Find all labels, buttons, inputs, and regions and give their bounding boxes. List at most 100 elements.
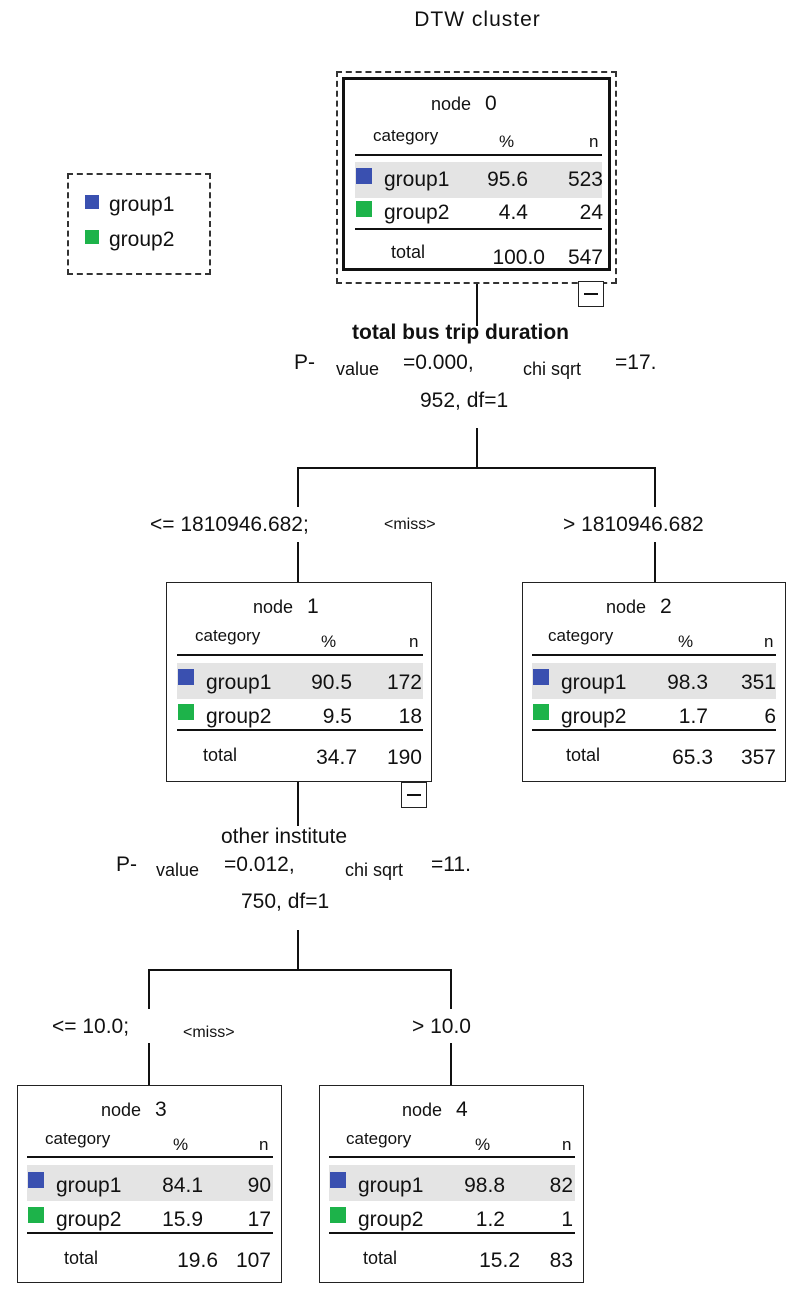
- n-header: n: [589, 132, 599, 151]
- group2-pct: 4.4: [498, 201, 528, 224]
- group2-label: group2: [56, 1208, 122, 1231]
- group1-n: 351: [740, 671, 776, 694]
- split-0-p-prefix: P-: [294, 351, 315, 374]
- branch-label-right: > 1810946.682: [563, 513, 704, 536]
- total-pct: 100.0: [492, 246, 545, 269]
- row-highlight: [177, 663, 423, 699]
- branch-label-left: <= 10.0;: [52, 1015, 130, 1038]
- split-0-p-value: =0.000,: [403, 351, 474, 374]
- connector-line: [476, 428, 478, 468]
- branch-miss-label: <miss>: [384, 516, 436, 533]
- legend-item-group2: group2: [85, 228, 174, 252]
- group1-pct: 90.5: [311, 671, 352, 694]
- group1-swatch: [330, 1172, 346, 1188]
- row-highlight: [329, 1165, 575, 1201]
- group1-swatch: [356, 168, 372, 184]
- node-label: node: [606, 597, 647, 617]
- node-id: 4: [456, 1098, 468, 1121]
- legend-label: group1: [109, 193, 175, 216]
- header-rule: [532, 654, 776, 656]
- group2-label: group2: [384, 201, 450, 224]
- total-n: 83: [549, 1249, 573, 1272]
- row-highlight: [532, 663, 776, 699]
- connector-line: [148, 1043, 150, 1085]
- total-pct: 19.6: [177, 1249, 218, 1272]
- total-n: 107: [235, 1249, 271, 1272]
- connector-line: [148, 969, 452, 971]
- legend-label: group2: [109, 228, 175, 251]
- group1-swatch: [28, 1172, 44, 1188]
- node-id: 0: [485, 92, 497, 115]
- connector-line: [297, 930, 299, 970]
- total-label: total: [566, 745, 601, 765]
- row-highlight: [27, 1165, 273, 1201]
- group1-pct: 84.1: [162, 1174, 203, 1197]
- node-0-selection: [336, 71, 617, 284]
- split-1-chi-subscript: chi sqrt: [345, 860, 404, 880]
- node-id: 1: [307, 595, 319, 618]
- total-rule: [27, 1232, 273, 1234]
- total-rule: [329, 1232, 575, 1234]
- split-1-df: 750, df=1: [241, 890, 330, 913]
- connector-line: [297, 782, 299, 826]
- group2-n: 1: [561, 1208, 573, 1231]
- group2-label: group2: [358, 1208, 424, 1231]
- group2-label: group2: [561, 705, 627, 728]
- group1-n: 90: [247, 1174, 271, 1197]
- node-label: node: [253, 597, 294, 617]
- legend-swatch-group2: [85, 230, 99, 245]
- total-pct: 34.7: [316, 746, 357, 769]
- connector-line: [450, 969, 452, 1009]
- split-0-p-subscript: value: [336, 359, 380, 379]
- total-label: total: [64, 1248, 99, 1268]
- n-header: n: [562, 1135, 572, 1154]
- split-1-variable: other institute: [221, 825, 348, 848]
- total-pct: 15.2: [479, 1249, 520, 1272]
- group2-swatch: [330, 1207, 346, 1223]
- total-n: 357: [740, 746, 776, 769]
- group2-swatch: [178, 704, 194, 720]
- total-label: total: [391, 242, 426, 262]
- header-rule: [329, 1156, 575, 1158]
- group1-label: group1: [384, 168, 450, 191]
- group1-pct: 98.3: [667, 671, 708, 694]
- category-header: category: [373, 126, 439, 145]
- group1-label: group1: [56, 1174, 122, 1197]
- group1-swatch: [533, 669, 549, 685]
- group1-pct: 98.8: [464, 1174, 505, 1197]
- split-1-p-subscript: value: [156, 860, 200, 880]
- diagram-title: DTW cluster: [414, 8, 541, 31]
- total-label: total: [363, 1248, 398, 1268]
- collapse-node-0-button[interactable]: [578, 281, 604, 307]
- group2-label: group2: [206, 705, 272, 728]
- category-header: category: [548, 626, 614, 645]
- header-rule: [27, 1156, 273, 1158]
- pct-header: %: [475, 1135, 491, 1154]
- connector-line: [148, 969, 150, 1009]
- header-rule: [177, 654, 423, 656]
- connector-line: [654, 467, 656, 507]
- n-header: n: [409, 632, 419, 651]
- node-label: node: [402, 1100, 443, 1120]
- split-0-chi-value: =17.: [615, 351, 657, 374]
- total-label: total: [203, 745, 238, 765]
- group2-swatch: [356, 201, 372, 217]
- node-header: node 4: [402, 1098, 468, 1122]
- group1-label: group1: [206, 671, 272, 694]
- group2-n: 18: [398, 705, 422, 728]
- collapse-node-1-button[interactable]: [401, 782, 427, 808]
- connector-line: [297, 467, 299, 507]
- group1-n: 523: [567, 168, 603, 191]
- legend: group1 group2: [67, 173, 211, 275]
- split-1-p-prefix: P-: [116, 853, 137, 876]
- group1-swatch: [178, 669, 194, 685]
- n-header: n: [259, 1135, 269, 1154]
- split-0-variable: total bus trip duration: [352, 321, 569, 344]
- split-0-chi-subscript: chi sqrt: [523, 359, 582, 379]
